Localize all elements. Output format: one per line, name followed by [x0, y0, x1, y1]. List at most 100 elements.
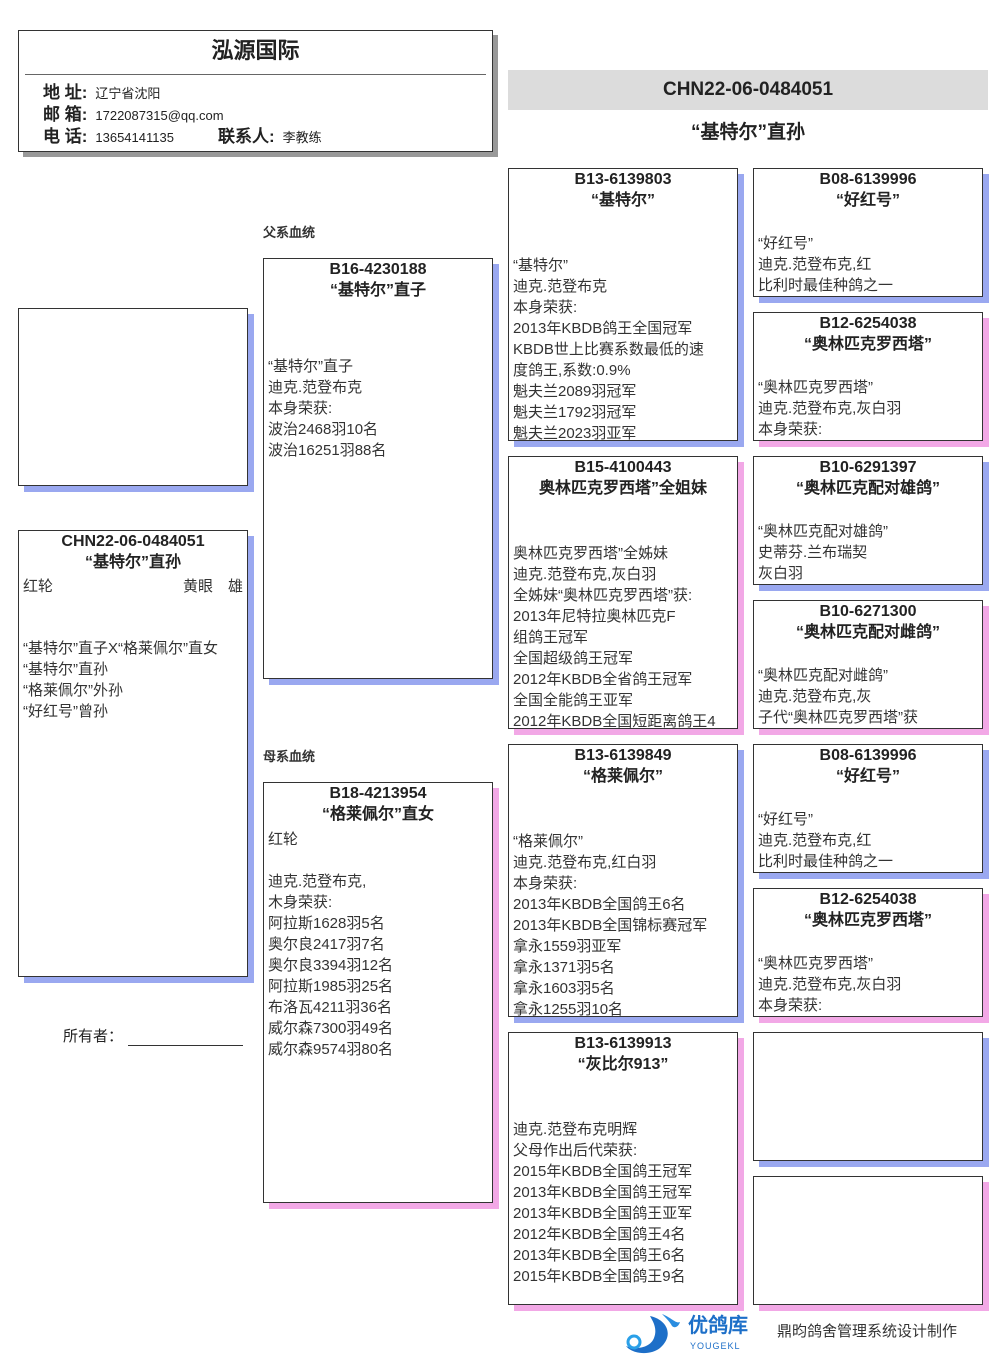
text-line: 灰白羽 [758, 565, 804, 582]
text-line: 2015年KBDB全国鸽王9名 [513, 1268, 686, 1285]
text-line: 迪克.范登布克,灰 [758, 688, 872, 705]
text-line: 2013年KBDB鸽王全国冠军 [513, 320, 693, 337]
text-line: 迪克.范登布克,灰白羽 [758, 976, 902, 993]
text-line: “格莱佩尔” [513, 833, 583, 850]
text-line: 红轮 [268, 831, 299, 848]
pedigree-card-sss: B08-6139996“好红号”“好红号”迪克.范登布克,红比利时最佳种鸽之一 [753, 168, 983, 297]
text-line: “基特尔” [513, 257, 568, 274]
text-line: KBDB世上比赛系数最低的速 [513, 341, 704, 358]
text-line: “好红号” [758, 235, 813, 252]
text-line: 阿拉斯1628羽5名 [268, 915, 385, 932]
contact-value: 李教练 [282, 130, 322, 145]
text-line: 史蒂芬.兰布瑞契 [758, 544, 868, 561]
pedigree-card-dss: B08-6139996“好红号”“好红号”迪克.范登布克,红比利时最佳种鸽之一 [753, 744, 983, 873]
text-line: 度鸽王,系数:0.9% [513, 362, 631, 379]
text-line: “奥林匹克罗西塔” [758, 955, 873, 972]
ring-number: B15-4100443 [574, 459, 672, 476]
text-line: 拿永1559羽亚军 [513, 938, 622, 955]
text-line: “格莱佩尔”外孙 [23, 682, 123, 699]
address-row: 地 址:辽宁省沈阳 [43, 83, 160, 103]
pigeon-description: “基特尔”直子迪克.范登布克本身荣获: 波治2468羽10名波治16251羽88名 [268, 356, 490, 461]
pigeon-description: “奥林匹克配对雌鸽” 迪克.范登布克,灰子代“奥林匹克罗西塔”获 [758, 665, 980, 728]
pigeon-name: “格莱佩尔”直女 [321, 806, 434, 823]
ring-number: B10-6271300 [819, 603, 917, 620]
yougeku-logo-icon [626, 1314, 680, 1354]
address-label: 地 址: [43, 83, 88, 102]
text-line: 2013年KBDB全国鸽王6名 [513, 896, 686, 913]
text-line: 迪克.范登布克 [513, 278, 608, 295]
text-line: 子代“奥林匹克罗西塔”获 [758, 709, 918, 726]
pedigree-card-ss: B13-6139803“基特尔”“基特尔”迪克.范登布克本身荣获:2013年KB… [508, 168, 738, 441]
text-line: 本身荣获: [513, 299, 578, 316]
ring-number: B13-6139849 [574, 747, 672, 764]
text-line: 本身荣获: [268, 400, 333, 417]
text-line: 魁夫兰1792羽冠军 [513, 404, 637, 421]
pigeon-name: “好红号” [835, 192, 900, 209]
pedigree-card-ddd [753, 1176, 983, 1305]
text-line: 本身荣获: [513, 875, 578, 892]
pedigree-card-dam: B18-4213954 “格莱佩尔”直女红轮迪克.范登布克, 木身荣获: 阿拉斯162… [263, 782, 493, 1203]
sire-line-label: 父系血统 [263, 225, 316, 240]
text-line: 波治2468羽10名 [268, 421, 379, 438]
ring-number: B18-4213954 [329, 785, 427, 802]
main-description: “基特尔”直子X“格莱佩尔”直女“基特尔”直孙“格莱佩尔”外孙“好红号”曾孙 [23, 638, 245, 722]
pigeon-description: “好红号”迪克.范登布克,红比利时最佳种鸽之一 [758, 233, 980, 296]
main-name: “基特尔”直孙 [84, 554, 181, 571]
pedigree-card-sire: B16-4230188“基特尔”直子“基特尔”直子迪克.范登布克本身荣获:波治2… [263, 258, 493, 679]
text-line: 奥林匹克罗西塔”全姊妹 [513, 545, 668, 562]
text-line: 木身荣获: [268, 894, 333, 911]
text-line: 拿永1255羽10名 [513, 1001, 624, 1017]
pigeon-description: 红轮迪克.范登布克,木身荣获:阿拉斯1628羽5名奥尔良2417羽7名奥尔良33… [268, 829, 490, 1060]
bird-name-title: “基特尔”直孙 [690, 122, 805, 143]
pedigree-card-dd: B13-6139913“灰比尔913”迪克.范登布克明辉父母作出后代荣获:201… [508, 1032, 738, 1305]
eye-sex: 黄眼 雄 [182, 578, 243, 595]
pedigree-card-dsd: B12-6254038“奥林匹克罗西塔”“奥林匹克罗西塔”迪克.范登布克,灰白羽… [753, 888, 983, 1017]
text-line: 迪克.范登布克,红白羽 [513, 854, 657, 871]
pigeon-description: “奥林匹克罗西塔”迪克.范登布克,灰白羽本身荣获: [758, 377, 980, 440]
text-line: 2013年尼特拉奥林匹克F [513, 608, 676, 625]
pigeon-description: “奥林匹克罗西塔”迪克.范登布克,灰白羽本身荣获: [758, 953, 980, 1016]
text-line: 迪克.范登布克 [268, 379, 363, 396]
text-line: 迪克.范登布克, [268, 873, 367, 890]
text-line: 迪克.范登布克,红 [758, 832, 872, 849]
text-line: “基特尔”直子 [268, 358, 353, 375]
pedigree-card-sdd: B10-6271300 “奥林匹克配对雌鸽” “奥林匹克配对雌鸽” 迪克.范登布克,灰… [753, 600, 983, 729]
text-line: 父母作出后代荣获: [513, 1142, 638, 1159]
pigeon-name: “好红号” [835, 768, 900, 785]
footer: 优鸽库 YOUGEKL 鼎昀鸽舍管理系统设计制作 [620, 1312, 1000, 1356]
ring-number-title: CHN22-06-0484051 [508, 70, 988, 110]
main-attributes: 红轮 黄眼 雄 [23, 576, 245, 597]
ring-number: B08-6139996 [819, 171, 917, 188]
text-line: “基特尔”直孙 [23, 661, 108, 678]
loft-name: 泓源国际 [211, 38, 300, 63]
text-line: “奥林匹克配对雌鸽” [758, 667, 888, 684]
text-line: 2012年KBDB全国短距离鸽王4 [513, 713, 716, 729]
ring-number [754, 1034, 982, 1054]
email-value: 1722087315@qq.com [95, 108, 224, 123]
text-line [268, 850, 490, 871]
pigeon-name: “奥林匹克罗西塔” [803, 912, 932, 929]
owner-label: 所有者： [63, 1028, 124, 1045]
eye-ring: 红轮 [23, 578, 54, 595]
text-line: 威尔森7300羽49名 [268, 1020, 394, 1037]
text-line: 拿永1371羽5名 [513, 959, 615, 976]
phone-value: 13654141135 [95, 130, 174, 145]
text-line: 奥尔良2417羽7名 [268, 936, 385, 953]
pigeon-name: “基特尔” [590, 192, 655, 209]
text-line: 波治16251羽88名 [268, 442, 387, 459]
text-line: 魁夫兰2023羽亚军 [513, 425, 637, 441]
text-line: 迪克.范登布克明辉 [513, 1121, 638, 1138]
pedigree-card-sds: B10-6291397“奥林匹克配对雄鸽”“奥林匹克配对雄鸽”史蒂芬.兰布瑞契灰… [753, 456, 983, 585]
text-line: 2013年KBDB全国锦标赛冠军 [513, 917, 708, 934]
pigeon-name: “奥林匹克配对雌鸽” [795, 624, 940, 641]
ring-number [754, 1178, 982, 1198]
pigeon-name: “灰比尔913” [577, 1056, 669, 1073]
text-line: 全国全能鸽王亚军 [513, 692, 634, 709]
pigeon-name: “奥林匹克配对雄鸽” [795, 480, 940, 497]
contact-label: 联系人: [217, 127, 275, 146]
ring-number: B08-6139996 [819, 747, 917, 764]
text-line: 2012年KBDB全省鸽王冠军 [513, 671, 693, 688]
text-line: 本身荣获: [758, 421, 823, 438]
